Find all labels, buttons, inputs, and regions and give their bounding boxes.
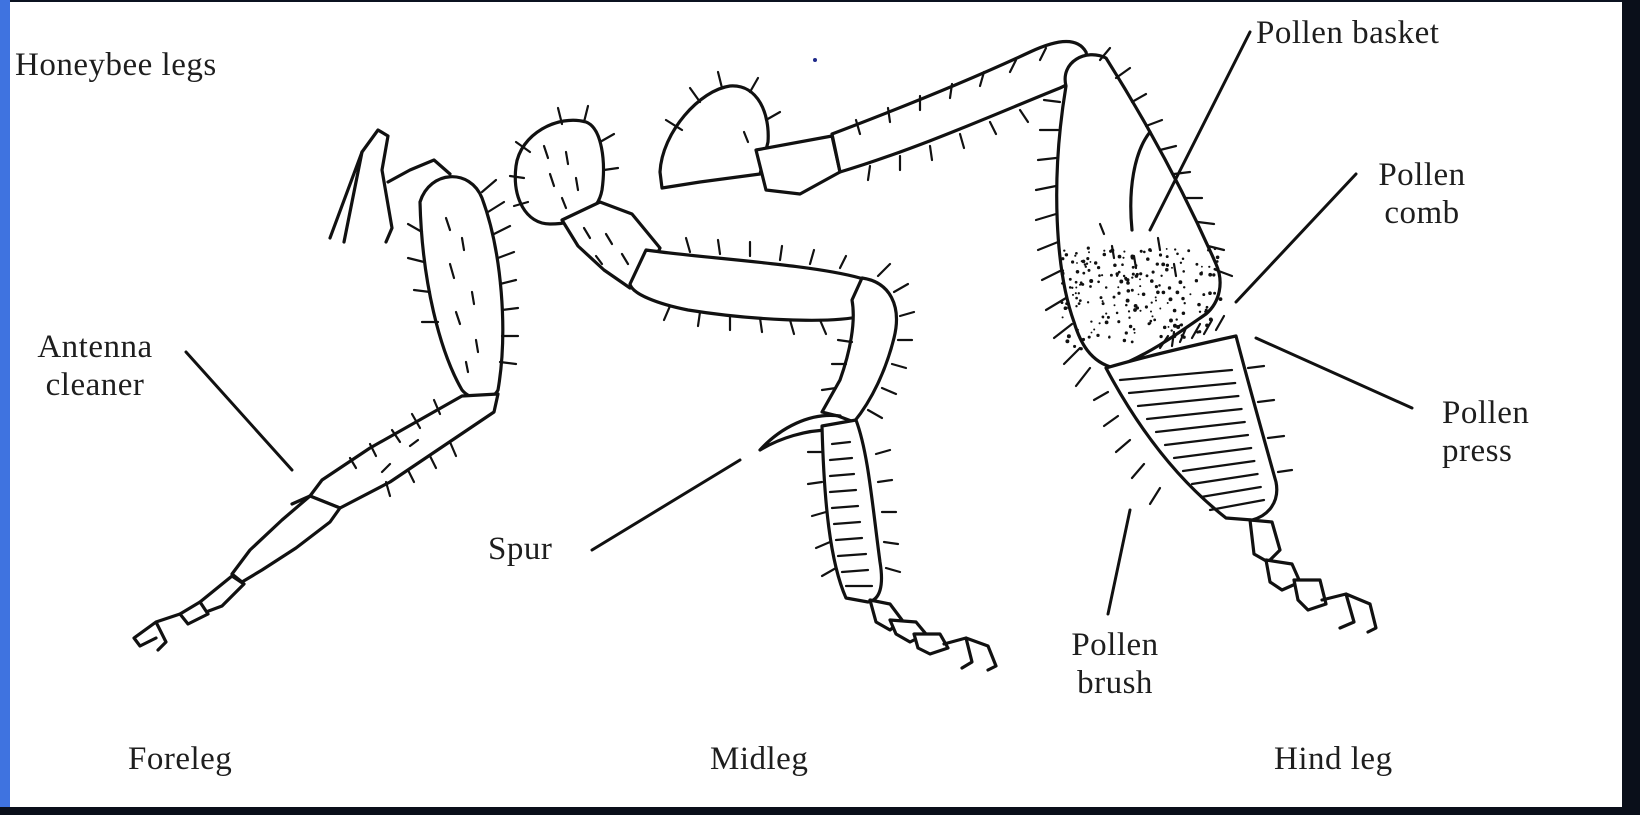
label-antenna-cleaner: Antenna cleaner bbox=[10, 328, 180, 404]
stray-dot bbox=[813, 58, 817, 62]
label-pollen-brush-line1: Pollen bbox=[1050, 626, 1180, 664]
leader-lines bbox=[186, 32, 1412, 614]
midleg-drawing bbox=[510, 106, 996, 670]
leader-pollen-basket bbox=[1150, 32, 1250, 230]
label-antenna-cleaner-line1: Antenna bbox=[10, 328, 180, 366]
hindleg-drawing bbox=[660, 42, 1376, 633]
label-spur: Spur bbox=[488, 530, 552, 568]
caption-foreleg: Foreleg bbox=[128, 740, 232, 778]
leader-pollen-brush bbox=[1108, 510, 1130, 614]
label-pollen-press-line2: press bbox=[1442, 432, 1529, 470]
diagram-title: Honeybee legs bbox=[15, 46, 217, 84]
label-pollen-comb-line2: comb bbox=[1362, 194, 1482, 232]
leader-spur bbox=[592, 460, 740, 550]
caption-midleg: Midleg bbox=[710, 740, 808, 778]
label-antenna-cleaner-line2: cleaner bbox=[10, 366, 180, 404]
leader-antenna-cleaner bbox=[186, 352, 292, 470]
foreleg-drawing bbox=[134, 130, 518, 650]
label-pollen-press-line1: Pollen bbox=[1442, 394, 1529, 432]
label-pollen-comb-line1: Pollen bbox=[1362, 156, 1482, 194]
caption-hindleg: Hind leg bbox=[1274, 740, 1393, 778]
label-pollen-press: Pollen press bbox=[1442, 394, 1529, 470]
label-pollen-brush: Pollen brush bbox=[1050, 626, 1180, 702]
leader-pollen-press bbox=[1256, 338, 1412, 408]
diagram-canvas: Honeybee legs Antenna cleaner Spur Polle… bbox=[10, 2, 1622, 807]
honeybee-legs-illustration bbox=[10, 2, 1622, 807]
label-pollen-brush-line2: brush bbox=[1050, 664, 1180, 702]
leader-pollen-comb bbox=[1236, 174, 1356, 302]
left-frame-border bbox=[0, 0, 10, 815]
right-frame-border bbox=[1622, 0, 1640, 815]
label-pollen-comb: Pollen comb bbox=[1362, 156, 1482, 232]
label-pollen-basket: Pollen basket bbox=[1256, 14, 1439, 52]
bottom-frame-border bbox=[0, 807, 1640, 815]
